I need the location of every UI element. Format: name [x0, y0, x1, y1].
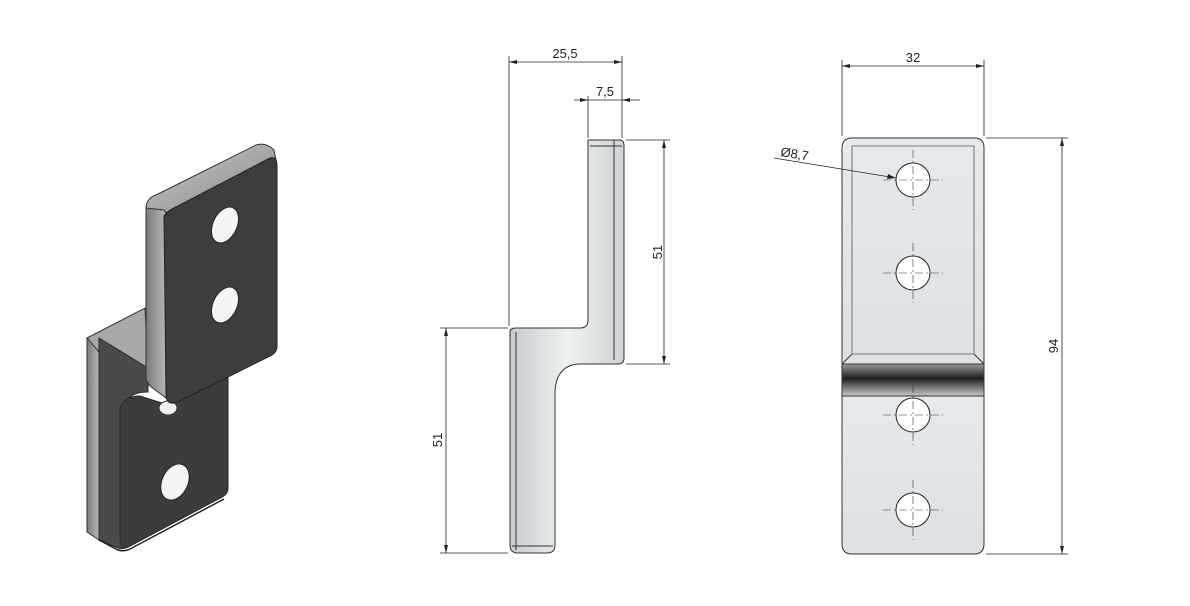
lower-plate-bottom-edge — [98, 498, 225, 552]
dim-text-width: 32 — [906, 50, 920, 65]
hole-1 — [883, 150, 943, 210]
upper-plate-front-face — [163, 157, 278, 404]
hole-2 — [883, 243, 943, 303]
dim-text-height: 94 — [1046, 339, 1061, 353]
arrow-icon — [976, 64, 984, 68]
arrow-icon — [580, 98, 588, 102]
lower-plate-side-face — [86, 337, 100, 541]
arrow-icon — [509, 60, 517, 64]
upper-hole-1-icon — [210, 206, 240, 244]
dim-text-upper-height: 51 — [650, 245, 665, 259]
front-bevel-edge — [841, 353, 853, 365]
side-view: 25,5 7,5 51 51 — [430, 46, 670, 554]
upper-hole-2-icon — [210, 286, 240, 324]
arrow-icon — [887, 174, 896, 179]
arrow-icon — [614, 60, 622, 64]
diameter-leader-line — [773, 157, 897, 179]
dim-text-hole-diameter: Ø8,7 — [780, 144, 810, 163]
arrow-icon — [662, 140, 666, 148]
front-bevel-edge — [973, 353, 985, 365]
upper-plate-side-face — [145, 197, 167, 399]
arrow-icon — [622, 98, 630, 102]
front-view: 32 94 Ø8,7 — [773, 50, 1068, 555]
arrow-icon — [444, 545, 448, 553]
dim-text-thickness: 7,5 — [596, 84, 614, 99]
arrow-icon — [662, 356, 666, 364]
arrow-icon — [1060, 546, 1064, 554]
hole-3 — [883, 385, 943, 445]
arrow-icon — [1060, 138, 1064, 146]
arrow-icon — [444, 328, 448, 336]
lower-plate-front-face-2 — [119, 375, 229, 549]
arrow-icon — [842, 64, 850, 68]
dim-text-depth: 25,5 — [552, 46, 577, 61]
isometric-view — [86, 143, 278, 552]
hole-4 — [883, 480, 943, 540]
dim-text-lower-height: 51 — [430, 433, 445, 447]
front-lower-plate — [841, 395, 985, 555]
side-profile — [509, 139, 625, 554]
lower-hole-icon — [160, 463, 190, 501]
